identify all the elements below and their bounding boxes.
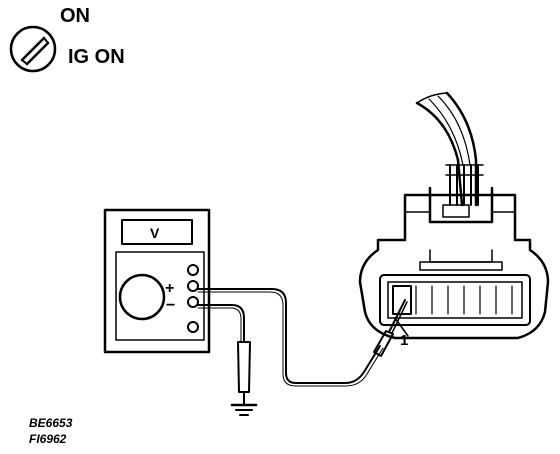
- figure-code-1: BE6653: [29, 416, 73, 430]
- ground-probe: [237, 341, 251, 405]
- positive-test-lead: [197, 288, 381, 384]
- wire-harness: [415, 91, 484, 207]
- terminal-number-label: 1: [400, 332, 409, 349]
- meter-jack-1: [187, 264, 199, 276]
- terminal-leader-line: [394, 317, 409, 337]
- ignition-state-on: ON: [60, 5, 90, 27]
- negative-test-lead: [197, 304, 245, 343]
- voltmeter: [103, 208, 211, 354]
- meter-dial: [118, 273, 166, 321]
- connector-terminal-1: [392, 285, 412, 315]
- ignition-state-ig-on: IG ON: [68, 46, 125, 68]
- meter-jack-4: [187, 321, 199, 333]
- meter-minus-label: −: [166, 297, 176, 314]
- connector: [358, 186, 550, 340]
- meter-mode-label: V: [150, 225, 160, 241]
- ignition-key-icon: [9, 25, 57, 73]
- figure-code-2: FI6962: [29, 432, 67, 446]
- meter-jack-plus: [187, 280, 199, 292]
- ground-symbol: [230, 403, 258, 416]
- meter-display: [121, 219, 193, 245]
- meter-plus-label: +: [165, 280, 175, 297]
- meter-jack-minus: [187, 296, 199, 308]
